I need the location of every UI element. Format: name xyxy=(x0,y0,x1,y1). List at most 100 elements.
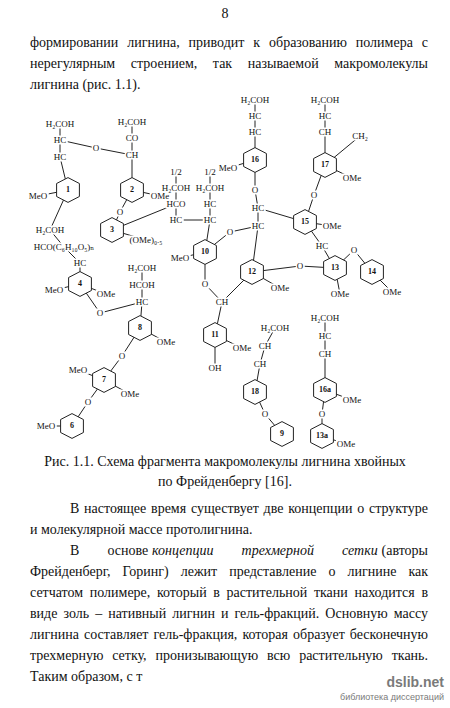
formula-fragment: HC xyxy=(203,200,218,209)
formula-fragment: OMe xyxy=(120,390,141,399)
paragraph-text: (авторы Фрейденберг, Горинг) лежит предс… xyxy=(30,543,428,684)
ring-outline xyxy=(244,148,267,173)
ring-number: 6 xyxy=(70,422,74,430)
ring-outline xyxy=(271,422,294,447)
formula-fragment: O xyxy=(251,186,260,195)
formula-fragment: OMe xyxy=(330,290,351,299)
ring-outline xyxy=(361,260,384,285)
formula-fragment: O xyxy=(318,410,327,419)
formula-fragment: O xyxy=(92,144,101,153)
formula-fragment: HC xyxy=(203,216,218,225)
formula-fragment: HC xyxy=(135,298,150,307)
formula-fragment: O xyxy=(116,208,125,217)
formula-fragment: HC xyxy=(315,242,330,251)
ring-number: 17 xyxy=(321,161,329,169)
formula-fragment: OMe xyxy=(156,338,177,347)
ring-node: 15 xyxy=(293,209,317,235)
formula-fragment: HCO(C₆H₁₀O₅)ₙ xyxy=(33,243,95,252)
paragraph: формировании лигнина, приводит к образов… xyxy=(30,32,428,95)
ring-node: 16 xyxy=(243,147,267,173)
formula-fragment: H₂COH xyxy=(35,226,66,235)
ring-number: 15 xyxy=(301,218,309,226)
ring-node: 9 xyxy=(270,421,294,447)
ring-outline xyxy=(61,414,84,439)
watermark: dslib.net xyxy=(386,674,444,690)
formula-fragment: O xyxy=(310,191,319,200)
formula-fragment: HCO xyxy=(165,200,186,209)
formula-fragment: H₂COH xyxy=(310,314,341,323)
formula-fragment: OMe xyxy=(342,396,363,405)
ring-number: 16 xyxy=(251,156,259,164)
formula-fragment: MeO xyxy=(218,164,239,173)
paragraph: В настоящее время существует две концепц… xyxy=(30,498,428,540)
formula-fragment: HC xyxy=(248,128,263,137)
ring-node: 1 xyxy=(56,177,80,203)
ring-number: 11 xyxy=(211,331,219,339)
formula-fragment: (OMe)₀.₅ xyxy=(128,236,163,245)
ring-number: 4 xyxy=(78,280,82,288)
ring-outline xyxy=(311,424,334,449)
page-number: 8 xyxy=(0,6,450,22)
formula-fragment: H₂COH xyxy=(161,184,192,193)
ring-node: 3 xyxy=(100,217,124,243)
formula-fragment: O xyxy=(350,246,359,255)
ring-outline xyxy=(314,378,337,403)
watermark: библиотека диссертаций xyxy=(340,692,444,703)
paragraph-text: В основе xyxy=(70,543,148,558)
ring-node: 18 xyxy=(243,379,267,405)
formula-fragment: 1/2 xyxy=(203,168,217,177)
chemical-bonds xyxy=(38,100,392,444)
ring-outline xyxy=(121,178,144,203)
ring-number: 13a xyxy=(316,432,328,440)
ring-number: 8 xyxy=(138,324,142,332)
ring-node: 16a xyxy=(313,377,337,403)
figure-caption: Рис. 1.1. Схема фрагмента макромолекулы … xyxy=(40,452,410,492)
formula-fragment: H₂COH xyxy=(310,96,341,105)
formula-fragment: CH xyxy=(258,342,273,351)
formula-fragment: OMe xyxy=(270,284,291,293)
ring-outline xyxy=(324,256,347,281)
ring-number: 14 xyxy=(368,268,376,276)
ring-number: 9 xyxy=(280,430,284,438)
formula-fragment: OMe xyxy=(382,288,403,297)
formula-fragment: CH xyxy=(215,298,230,307)
formula-fragment: HC xyxy=(169,216,184,225)
formula-fragment: OMe xyxy=(336,440,357,449)
formula-fragment: H₂COH xyxy=(127,264,158,273)
formula-fragment: O xyxy=(84,398,93,407)
formula-fragment: MeO xyxy=(68,366,89,375)
ring-node: 14 xyxy=(360,259,384,285)
ring-number: 13 xyxy=(331,264,339,272)
formula-fragment: HC xyxy=(53,136,68,145)
ring-outline xyxy=(241,260,264,285)
formula-fragment: MeO xyxy=(28,192,49,201)
ring-node: 8 xyxy=(128,315,152,341)
paragraph: В основе концепции трехмерной сетки(автор… xyxy=(30,540,428,687)
ring-number: 3 xyxy=(110,226,114,234)
ring-node: 17 xyxy=(313,152,337,178)
ring-node: 2 xyxy=(120,177,144,203)
formula-fragment: H₂COH xyxy=(117,118,148,127)
ring-node: 13 xyxy=(323,255,347,281)
ring-outline xyxy=(57,178,80,203)
ring-outline xyxy=(294,210,317,235)
ring-outline xyxy=(93,368,116,393)
formula-fragment: O xyxy=(96,309,105,318)
formula-fragment: OMe xyxy=(322,222,343,231)
italic-term: концепции трехмерной сетки xyxy=(152,543,378,558)
formula-fragment: HC xyxy=(318,112,333,121)
ring-node: 12 xyxy=(240,259,264,285)
ring-node: 4 xyxy=(68,271,92,297)
formula-fragment: MeO xyxy=(36,422,57,431)
formula-fragment: CH xyxy=(318,128,333,137)
ring-node: 7 xyxy=(92,367,116,393)
ring-number: 12 xyxy=(248,268,256,276)
ring-outline xyxy=(244,380,267,405)
formula-fragment: CO xyxy=(125,134,140,143)
ring-outline xyxy=(314,153,337,178)
formula-fragment: HCOH xyxy=(128,281,156,290)
formula-fragment: CH xyxy=(318,350,333,359)
formula-fragment: OMe xyxy=(342,174,363,183)
formula-fragment: CH xyxy=(125,151,140,160)
